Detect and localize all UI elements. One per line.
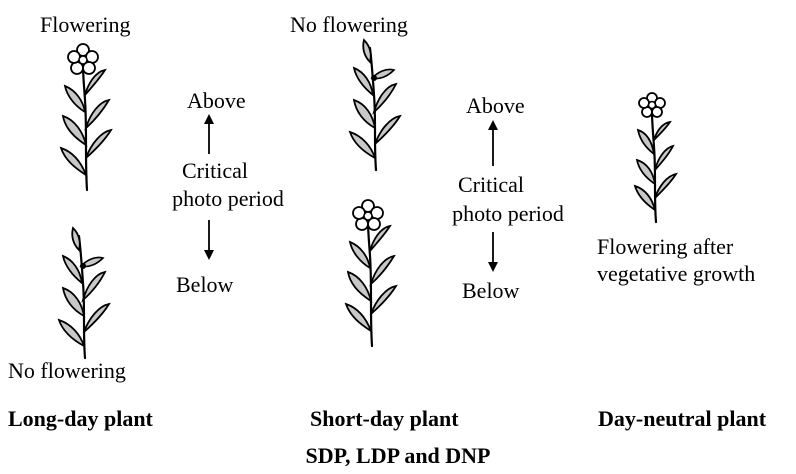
sdp-photo-period-label: photo period [440, 201, 576, 227]
sdp-down-arrow-icon [487, 232, 499, 272]
dnp-title: Day-neutral plant [598, 406, 766, 432]
ldp-up-arrow-icon [203, 114, 215, 154]
figure-caption: SDP, LDP and DNP [0, 443, 796, 469]
sdp-critical-label: Critical [436, 172, 546, 198]
ldp-below-label: Below [176, 272, 233, 298]
dnp-label-line2: vegetative growth [597, 261, 755, 287]
sdp-flowering-plant-icon [330, 196, 420, 346]
sdp-below-label: Below [462, 278, 519, 304]
sdp-up-arrow-icon [487, 120, 499, 166]
ldp-no-flowering-plant-icon [45, 228, 135, 358]
dnp-flowering-plant-icon [620, 92, 690, 222]
ldp-title: Long-day plant [8, 406, 153, 432]
sdp-no-flowering-plant-icon [336, 40, 426, 170]
dnp-label-line1: Flowering after [597, 234, 733, 260]
sdp-no-flowering-label: No flowering [290, 12, 408, 38]
ldp-flowering-label: Flowering [40, 12, 130, 38]
ldp-critical-label: Critical [160, 158, 270, 184]
ldp-down-arrow-icon [203, 220, 215, 260]
sdp-title: Short-day plant [310, 406, 459, 432]
ldp-above-label: Above [187, 88, 246, 114]
ldp-photo-period-label: photo period [160, 186, 296, 212]
ldp-no-flowering-label: No flowering [8, 358, 126, 384]
sdp-above-label: Above [466, 93, 525, 119]
ldp-flowering-plant-icon [45, 40, 135, 190]
